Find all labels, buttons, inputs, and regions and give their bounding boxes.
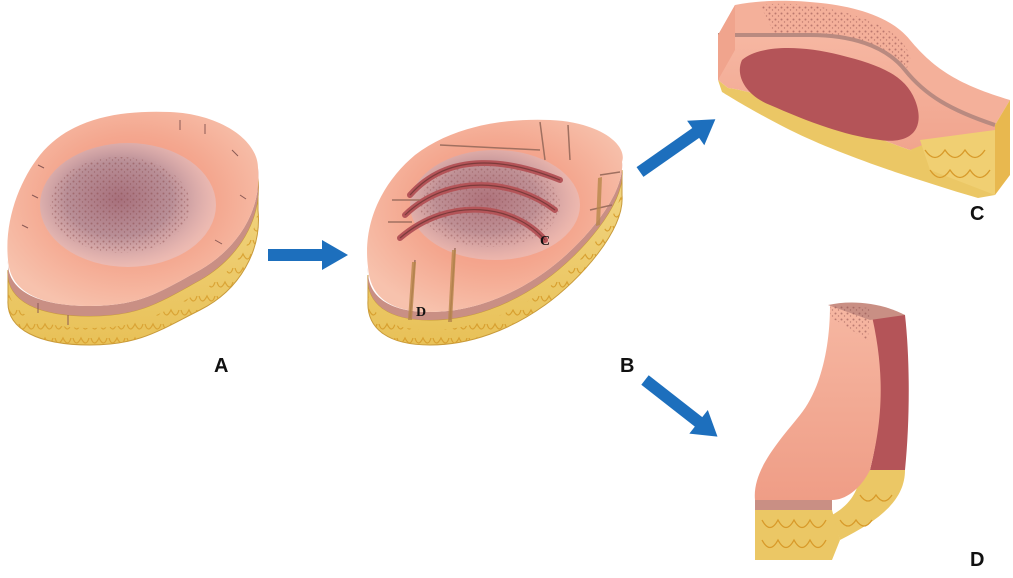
label-d: D [970,549,984,571]
panel-b-inner-label-d: D [416,305,426,320]
panel-d-margin-section [754,302,909,560]
arrow-b-to-c [636,119,716,177]
label-a: A [214,355,228,377]
panel-c-cross-section [718,0,1010,198]
arrow-b-to-d [641,375,718,437]
panel-b-inner-label-c: C [540,234,550,249]
panel-a-margin-ticks [21,120,247,325]
label-b: B [620,355,634,377]
panel-a-skin-edge [7,168,259,316]
arrow-a-to-b [268,240,348,270]
panel-c-lesion-interior [739,48,919,141]
panel-d-lesion-face [868,308,909,470]
panel-b-sliced-specimen [367,119,623,346]
panel-d-fat [755,510,840,560]
label-c: C [970,203,984,225]
panel-a-specimen [7,111,259,346]
panel-d-skin-face [754,305,881,500]
